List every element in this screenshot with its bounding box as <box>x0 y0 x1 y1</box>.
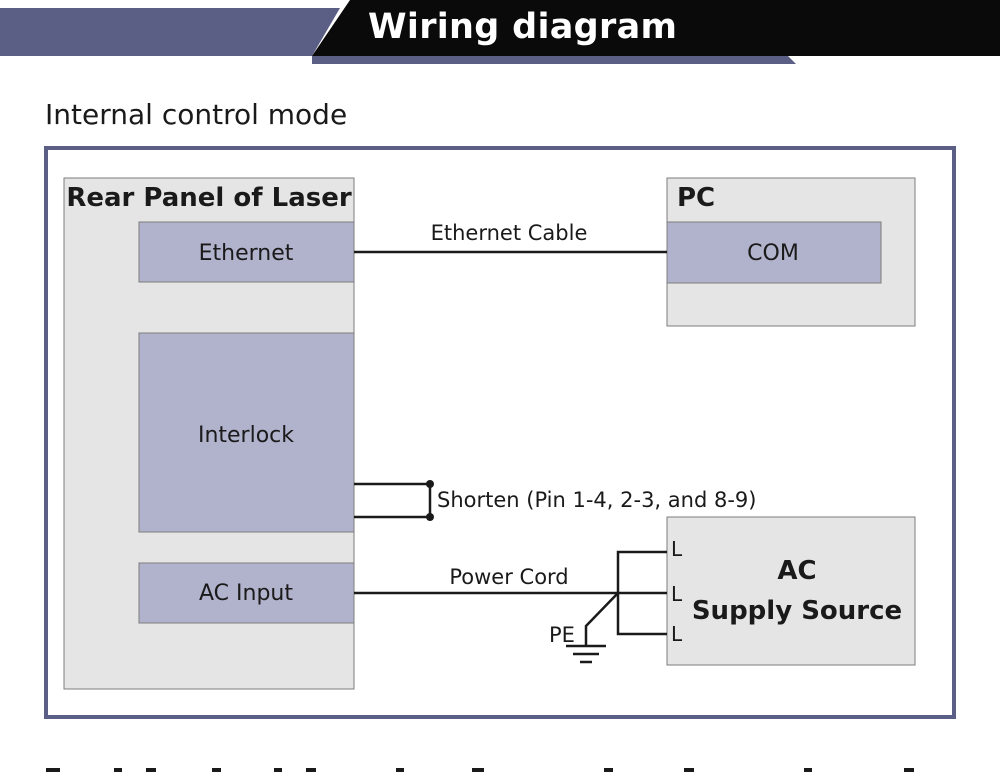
interlock-port <box>138 332 355 533</box>
wiring-diagram: Rear Panel of Laser Ethernet Interlock A… <box>44 146 956 719</box>
terminal-l3-label: L <box>671 622 683 646</box>
header-underline-accent <box>312 56 796 64</box>
terminal-l2-label: L <box>671 582 683 606</box>
ethernet-port-label: Ethernet <box>199 241 294 266</box>
interlock-jumper <box>354 480 434 521</box>
cut-off-text-line <box>46 768 914 772</box>
rear-panel: Rear Panel of Laser Ethernet Interlock A… <box>63 177 355 690</box>
shorten-label: Shorten (Pin 1-4, 2-3, and 8-9) <box>437 488 756 512</box>
rear-panel-title: Rear Panel of Laser <box>66 183 352 213</box>
ac-supply-block: AC Supply Source L L L <box>666 516 916 666</box>
com-port <box>666 221 882 284</box>
header-bar <box>0 0 1000 64</box>
pe-wire <box>584 592 619 646</box>
jumper-dot-top <box>426 480 434 488</box>
ac-input-port <box>138 562 355 624</box>
interlock-jumper-wire <box>354 482 432 519</box>
ac-supply-title-line2: Supply Source <box>692 596 902 626</box>
ac-supply-box <box>666 516 916 666</box>
com-port-label: COM <box>747 241 799 266</box>
ethernet-port <box>138 221 355 283</box>
section-title: Internal control mode <box>45 98 348 131</box>
interlock-port-label: Interlock <box>198 423 294 448</box>
pe-label: PE <box>549 623 575 647</box>
terminal-l1-label: L <box>671 537 683 561</box>
pc-title: PC <box>677 183 715 213</box>
header-title: Wiring diagram <box>368 7 678 47</box>
jumper-dot-bottom <box>426 513 434 521</box>
ground-symbol <box>566 592 619 664</box>
header-left-band <box>0 8 340 56</box>
ethernet-cable-label: Ethernet Cable <box>431 221 588 245</box>
ac-input-port-label: AC Input <box>199 581 293 606</box>
power-cord-label: Power Cord <box>449 565 568 589</box>
header-title-band <box>312 0 1000 56</box>
pc-block: PC COM <box>666 177 916 327</box>
ac-supply-title-line1: AC <box>777 556 816 586</box>
